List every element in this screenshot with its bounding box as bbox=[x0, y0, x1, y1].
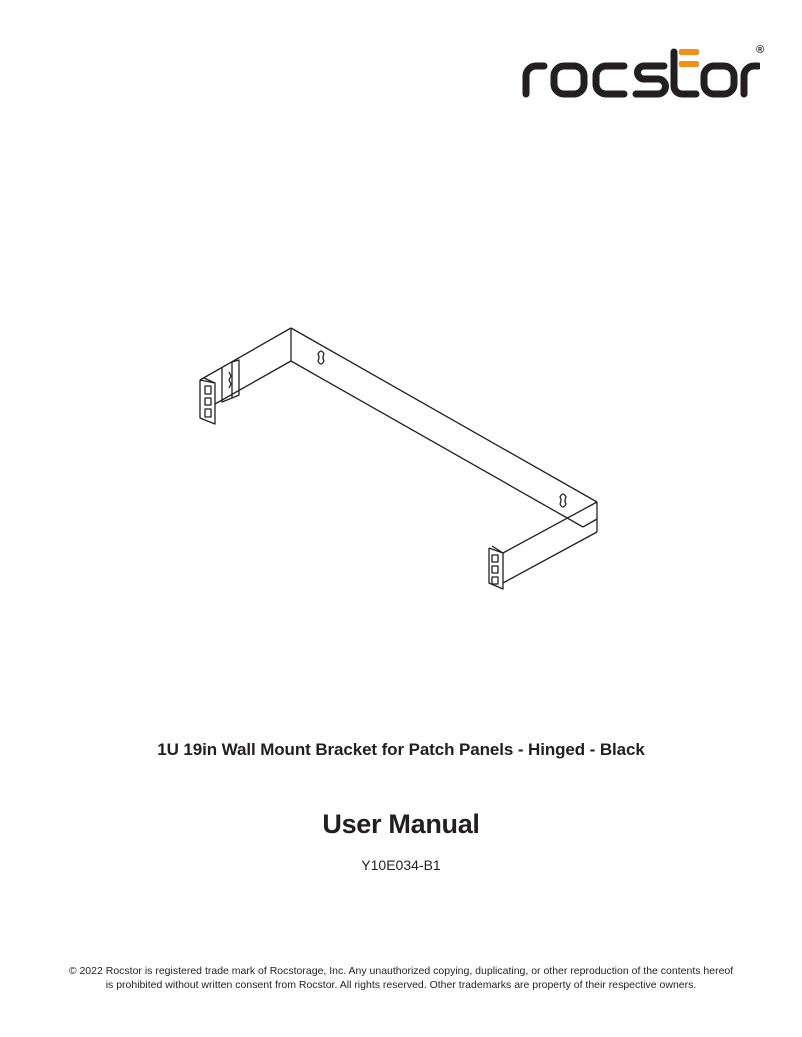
registered-mark: ® bbox=[756, 44, 765, 56]
copyright-line-2: is prohibited without written consent fr… bbox=[105, 979, 697, 991]
copyright-line-1: © 2022 Rocstor is registered trade mark … bbox=[68, 965, 734, 977]
bracket-illustration bbox=[180, 320, 620, 600]
bracket-drawing-icon bbox=[199, 327, 598, 590]
rocstor-logo-icon bbox=[522, 48, 762, 98]
rocstor-logo: ® bbox=[520, 44, 764, 106]
model-number: Y10E034-B1 bbox=[361, 857, 441, 873]
document-title: User Manual bbox=[322, 809, 480, 839]
product-title: 1U 19in Wall Mount Bracket for Patch Pan… bbox=[157, 740, 645, 759]
copyright-notice: © 2022 Rocstor is registered trade mark … bbox=[0, 964, 802, 992]
